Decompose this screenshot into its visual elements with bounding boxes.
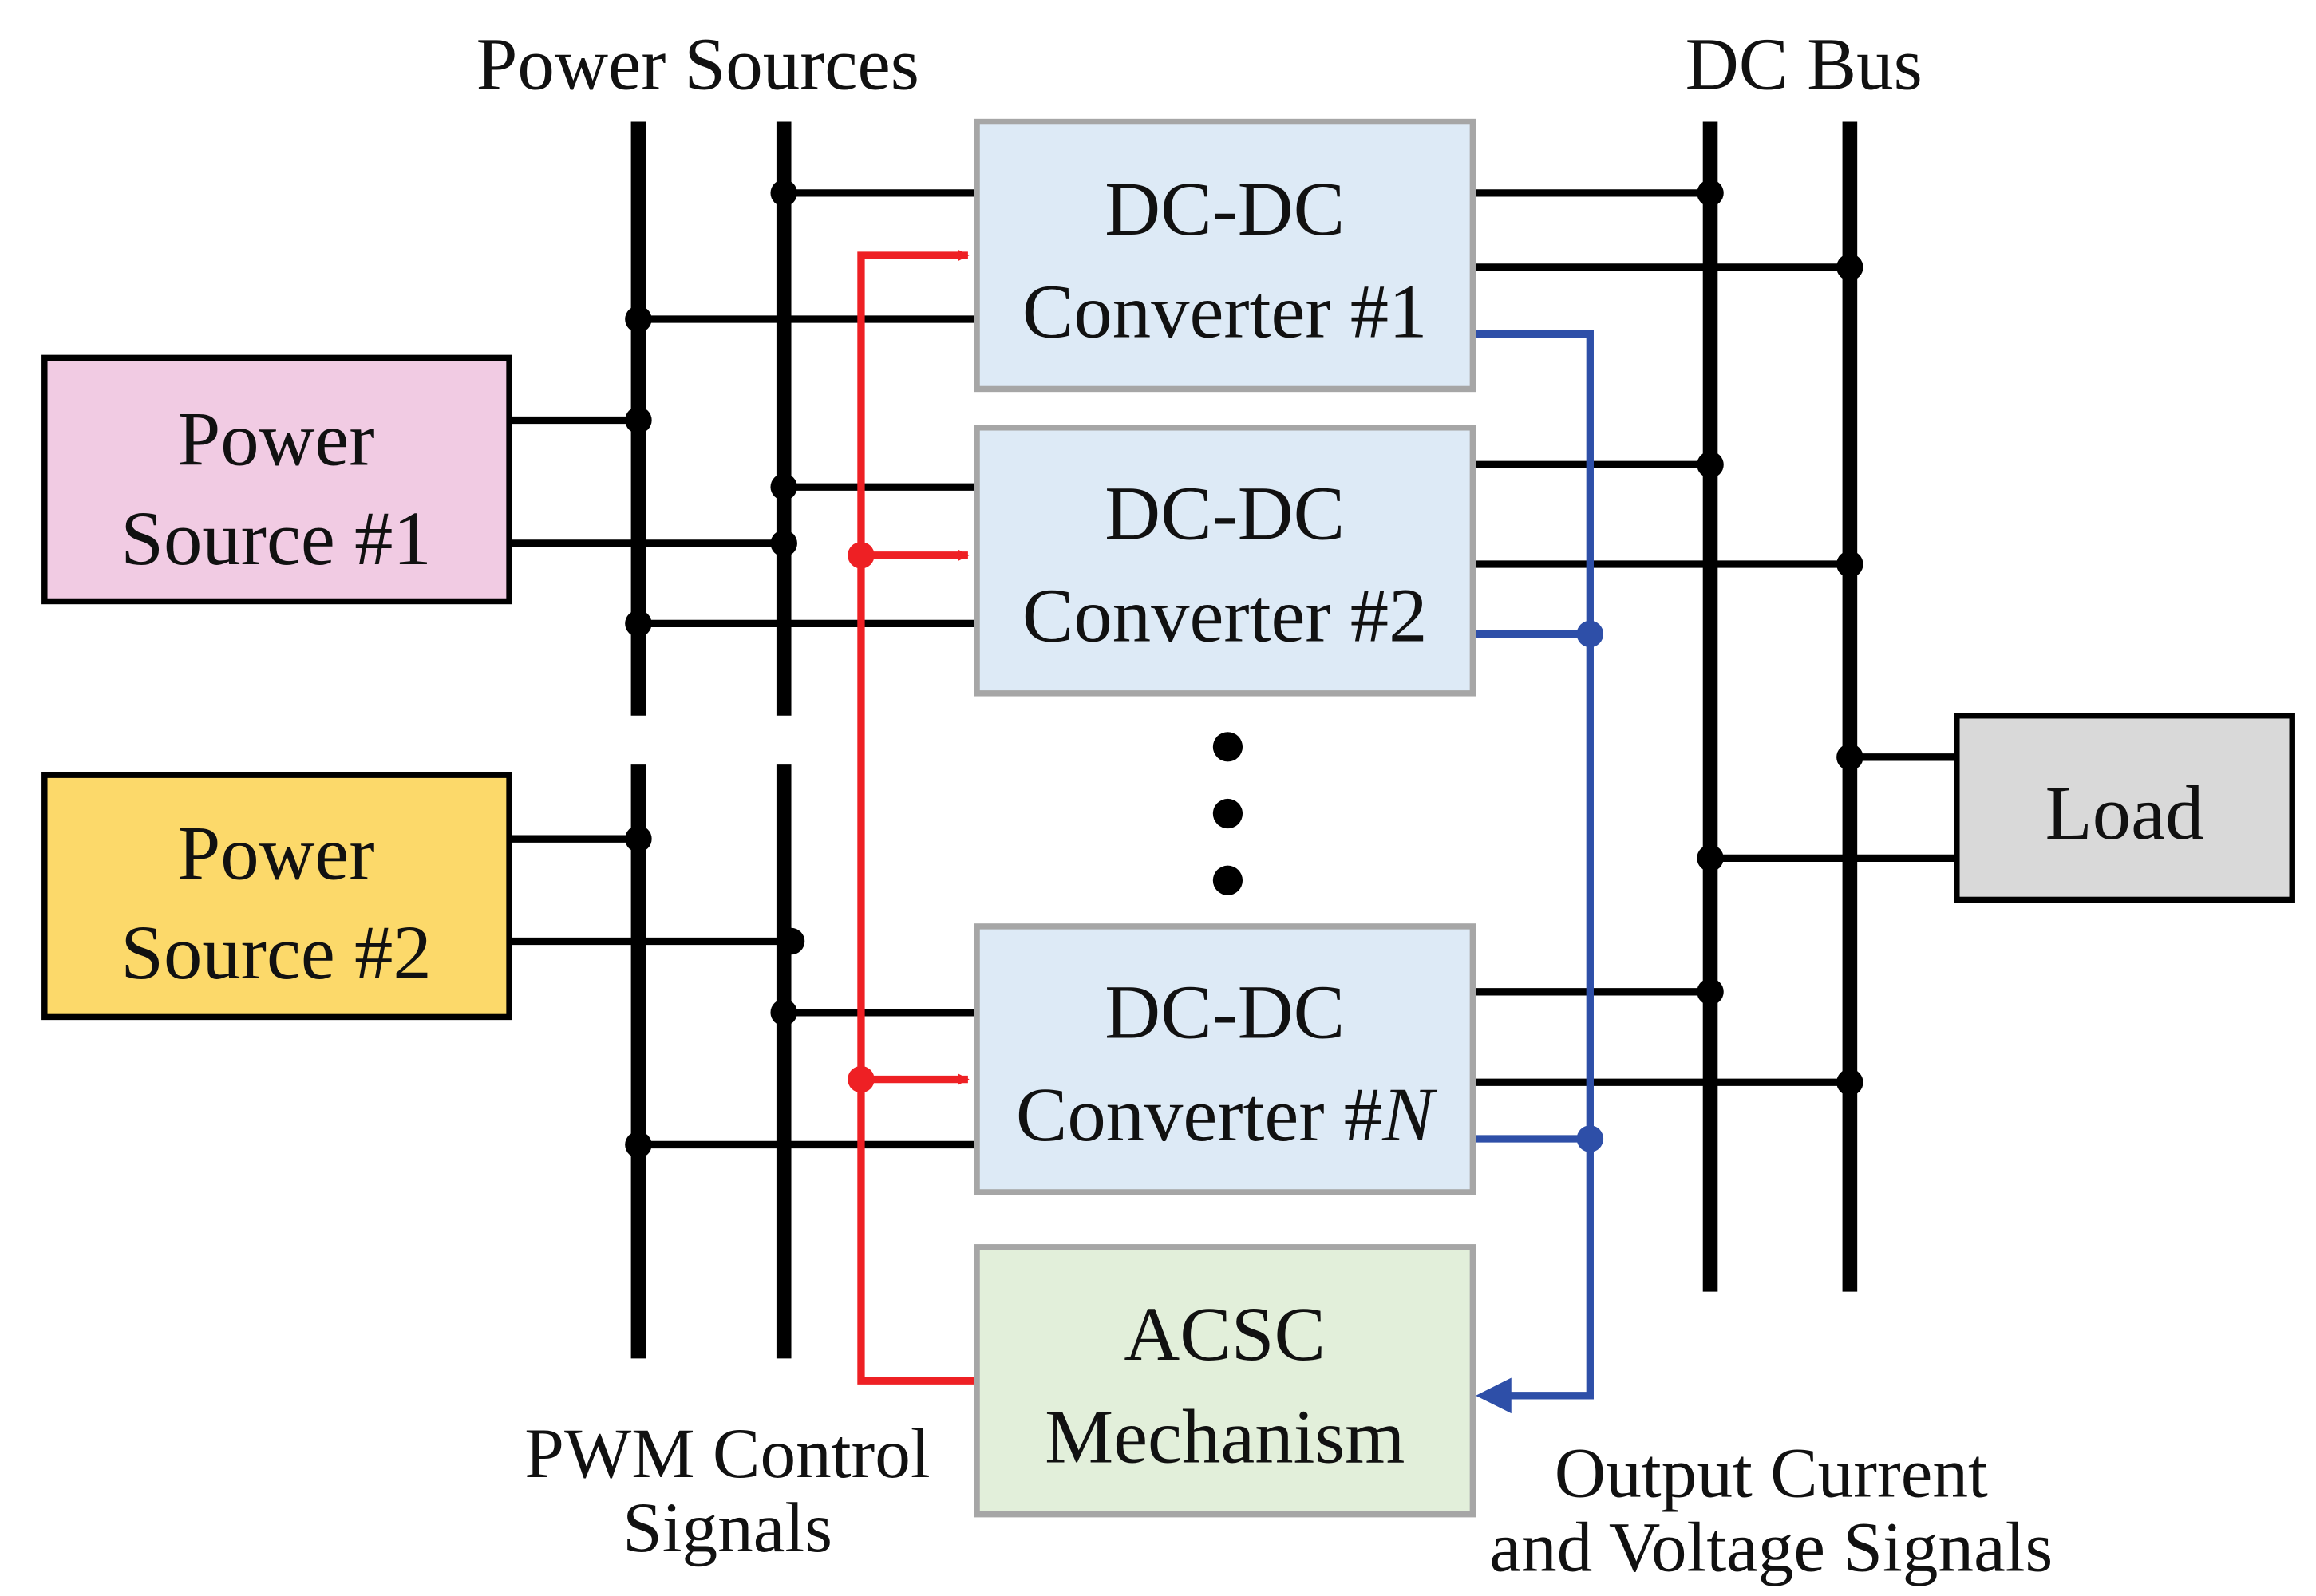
- converter-n-label-variable: N: [1381, 1072, 1437, 1157]
- load-block[interactable]: Load: [1954, 713, 2295, 903]
- converter-1-label-line2: Converter #1: [1022, 268, 1428, 354]
- acsc-label-line2: Mechanism: [1045, 1394, 1405, 1479]
- power-source-2-label-line1: Power: [177, 810, 374, 895]
- power-source-1-label-line1: Power: [177, 396, 374, 481]
- dc-dc-converter-2-box: [974, 425, 1476, 697]
- pwm-control-label-line1: PWM Control: [524, 1414, 930, 1493]
- pwm-junction-dots: [848, 542, 875, 1093]
- power-source-2-box: [41, 772, 512, 1021]
- dc-dc-converter-1-block[interactable]: DC-DC Converter #1: [974, 118, 1476, 393]
- converter-n-label-line1: DC-DC: [1105, 969, 1345, 1054]
- load-box: [1954, 713, 2295, 903]
- converter-2-label-line1: DC-DC: [1105, 470, 1345, 555]
- power-sources-label: Power Sources: [476, 24, 919, 106]
- dc-dc-converter-n-block[interactable]: DC-DC Converter #N: [974, 923, 1476, 1195]
- feedback-arrowhead: [1476, 1377, 1512, 1414]
- acsc-label-line1: ACSC: [1124, 1291, 1326, 1377]
- feedback-junction-dots: [1576, 620, 1604, 1152]
- converter-n-label-prefix: Converter #: [1016, 1072, 1382, 1157]
- converter-n-label-line2: Converter #N: [1016, 1072, 1437, 1157]
- dc-dc-converter-2-block[interactable]: DC-DC Converter #2: [974, 425, 1476, 697]
- converter-1-label-line1: DC-DC: [1105, 166, 1345, 251]
- power-source-bus-lines: [630, 121, 792, 1359]
- dc-dc-converter-n-box: [974, 923, 1476, 1195]
- dc-bus-label: DC Bus: [1686, 24, 1923, 106]
- dc-dc-converter-1-box: [974, 118, 1476, 393]
- power-source-1-box: [41, 354, 512, 605]
- load-label: Load: [2045, 770, 2204, 855]
- output-signals-label-line1: Output Current: [1555, 1433, 1988, 1512]
- pwm-signal-lines: [857, 249, 978, 1385]
- output-signals-label-line2: and Voltage Signals: [1489, 1507, 2053, 1586]
- power-source-2-block[interactable]: Power Source #2: [41, 772, 512, 1021]
- power-wires: [509, 189, 1957, 1149]
- feedback-signal-lines: [1472, 330, 1594, 1400]
- dc-bus-lines: [1702, 121, 1858, 1292]
- converter-2-label-line2: Converter #2: [1022, 573, 1428, 658]
- ellipsis-dots: [1212, 732, 1243, 895]
- acsc-mechanism-box: [974, 1244, 1476, 1518]
- pwm-control-label-line2: Signals: [622, 1488, 832, 1567]
- junction-dots: [625, 180, 1863, 1159]
- power-source-1-label-line2: Source #1: [121, 496, 431, 581]
- power-source-1-block[interactable]: Power Source #1: [41, 354, 512, 605]
- acsc-mechanism-block[interactable]: ACSC Mechanism: [974, 1244, 1476, 1518]
- power-source-2-label-line2: Source #2: [121, 910, 431, 995]
